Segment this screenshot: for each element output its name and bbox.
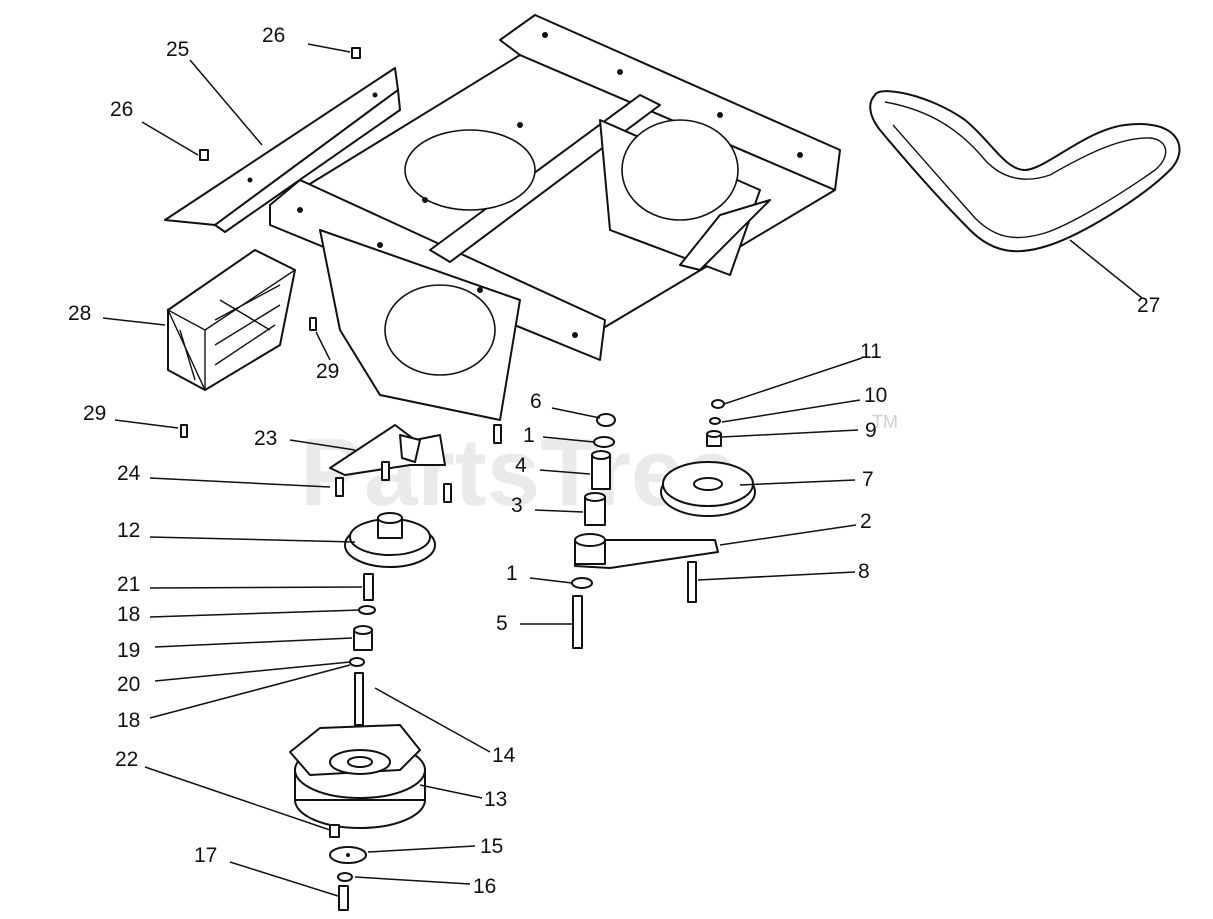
callout-9: 9 [865,419,877,442]
callout-12: 12 [117,519,140,542]
callout-20: 20 [117,673,140,696]
callout-27: 27 [1137,294,1160,317]
part-28-battery-box [166,249,296,391]
leader-lines [102,43,1143,897]
part-18-washer-a [358,605,376,615]
callout-7: 7 [862,468,874,491]
part-23-bracket [329,424,446,476]
callout-4: 4 [515,454,527,477]
callout-28: 28 [68,302,91,325]
callout-26-top: 26 [262,24,285,47]
callout-labels: 26 25 26 28 29 29 23 24 12 21 18 19 20 1… [68,24,1160,898]
callout-10: 10 [864,384,887,407]
callout-11: 11 [860,340,882,363]
callout-25: 25 [166,38,189,61]
callout-1-b: 1 [506,562,518,585]
part-14-shaft [354,672,364,726]
callout-18-b: 18 [117,709,140,732]
watermark-trademark: TM [872,412,898,432]
part-5-bolt [572,595,583,649]
part-11-nut [711,399,725,409]
part-29-bolt-b [180,424,188,438]
part-19-spacer [353,625,373,651]
part-22-bolt [329,824,340,838]
part-9-bushing [706,430,722,447]
callout-3: 3 [511,494,523,517]
part-26-bolt-a [351,47,361,59]
callout-23: 23 [254,427,277,450]
part-1-washer-a [593,436,615,448]
callout-24: 24 [117,462,141,485]
part-27-belt [869,90,1181,253]
frame-chassis [269,14,841,421]
part-24-bolts [335,424,502,503]
part-6-nut [596,413,616,427]
part-1-washer-b [571,577,593,589]
part-4-spacer [591,450,611,490]
callout-1-a: 1 [523,424,535,447]
callout-2: 2 [860,510,872,533]
callout-18-a: 18 [117,603,140,626]
watermark: PartsTree [300,419,738,526]
callout-5: 5 [496,612,508,635]
callout-21: 21 [117,573,140,596]
part-26-bolt-b [199,149,209,161]
part-2-idler-arm [574,533,719,569]
part-10-washer [709,417,721,425]
callout-15: 15 [480,835,503,858]
callout-8: 8 [858,560,870,583]
part-15-washer [329,846,367,864]
callout-29-lower: 29 [83,402,106,425]
callout-26-left: 26 [110,98,133,121]
callout-19: 19 [117,639,140,662]
callout-29-upper: 29 [316,360,339,383]
part-29-bolt-a [309,317,317,331]
part-12-pulley [344,512,436,568]
part-3-spacer [584,492,606,526]
callout-14: 14 [492,744,516,767]
callout-6: 6 [530,390,542,413]
part-25-shield [164,67,401,233]
callout-16: 16 [473,875,496,898]
part-7-idler-pulley [660,461,756,517]
part-17-bolt [338,885,349,911]
part-13-clutch [289,724,426,829]
part-21-bolt [363,573,374,601]
part-16-lockwasher [337,872,353,882]
callout-13: 13 [484,788,507,811]
callout-17: 17 [194,844,217,867]
callout-22: 22 [115,748,138,771]
part-18-washer-b [349,657,365,667]
part-8-bolt [687,561,697,603]
